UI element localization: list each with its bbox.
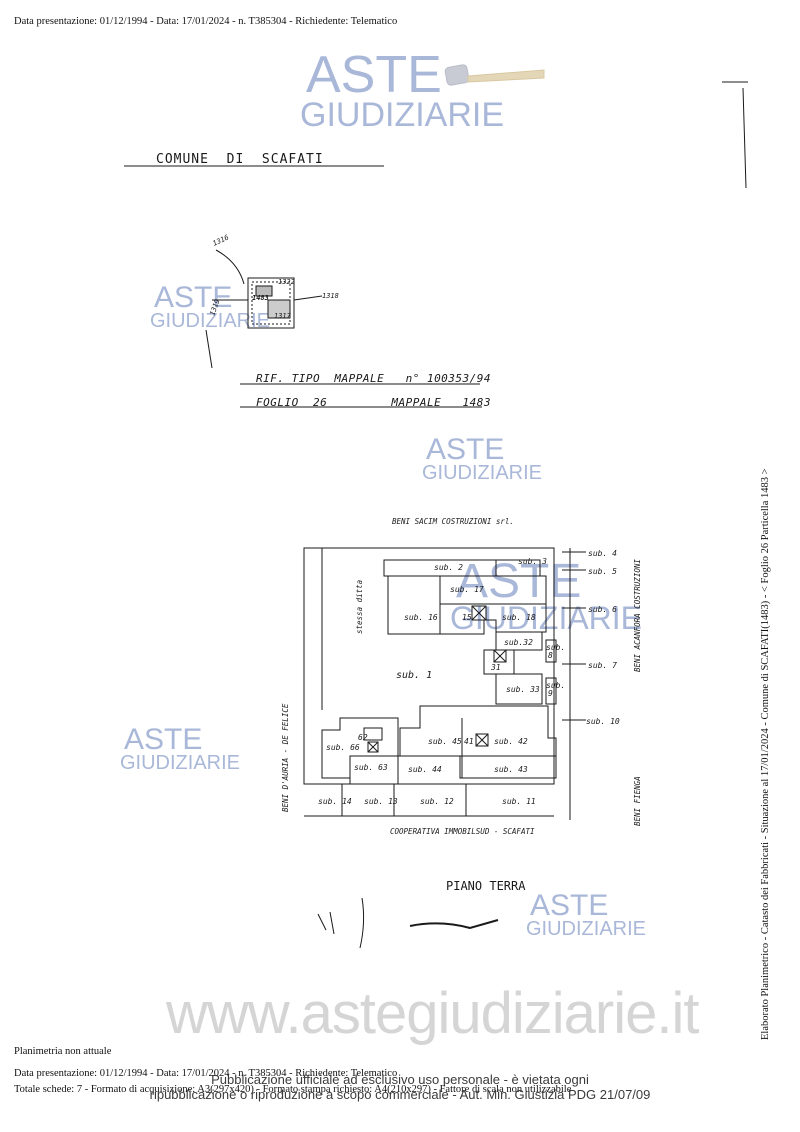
stessa-ditta-label: stessa ditta bbox=[355, 580, 364, 634]
loc-label: 1319 bbox=[208, 298, 221, 317]
sub-label: sub. 10 bbox=[586, 717, 620, 726]
sub-label: sub. 18 bbox=[502, 613, 536, 622]
watermark-logo: ASTE GIUDIZIARIE bbox=[300, 46, 505, 134]
watermark-logo: ASTE GIUDIZIARIE bbox=[150, 281, 271, 332]
sub-label: sub. 14 bbox=[318, 797, 352, 806]
border-label-right-bottom: BENI FIENGA bbox=[633, 776, 642, 826]
watermark-logo: ASTE GIUDIZIARIE bbox=[120, 723, 241, 774]
sub-label: 9 bbox=[548, 689, 553, 698]
sub-label: sub. 2 bbox=[434, 563, 463, 572]
sub-label: sub. 44 bbox=[408, 765, 442, 774]
sub-label: 15 bbox=[462, 613, 472, 622]
sub-label: sub. bbox=[546, 681, 565, 690]
loc-label: 1316 bbox=[211, 233, 230, 247]
sub-label: sub. 63 bbox=[354, 763, 388, 772]
border-label-bottom: COOPERATIVA IMMOBILSUD - SCAFATI bbox=[390, 827, 535, 836]
sub-label: 8 bbox=[548, 651, 553, 660]
footer-line2: Totale schede: 7 - Formato di acquisizio… bbox=[14, 1084, 572, 1095]
watermark-logo: ASTE GIUDIZIARIE bbox=[526, 889, 647, 940]
floor-label: PIANO TERRA bbox=[446, 879, 526, 893]
sub-label: sub. 7 bbox=[588, 661, 617, 670]
footer-status: Planimetria non attuale bbox=[14, 1046, 112, 1057]
rif-tipo-mappale: RIF. TIPO MAPPALE n° 100353/94 bbox=[256, 372, 492, 385]
comune-title: COMUNE DI SCAFATI bbox=[156, 152, 324, 167]
sub-label: sub.32 bbox=[504, 638, 533, 647]
border-label-right-top: BENI ACANFORA COSTRUZIONI bbox=[633, 559, 642, 672]
sub-label: sub. 6 bbox=[588, 605, 617, 614]
watermark-logo: ASTE GIUDIZIARIE bbox=[450, 555, 643, 637]
sub-label: sub. 33 bbox=[506, 685, 540, 694]
sub-label: sub. 42 bbox=[494, 737, 528, 746]
sub-label: sub. bbox=[546, 643, 565, 652]
sub-label: 31 bbox=[490, 663, 501, 672]
sub-label: 62 bbox=[358, 733, 368, 742]
sub-label: sub. 5 bbox=[588, 567, 617, 576]
sub-label: sub. 43 bbox=[494, 765, 528, 774]
sub-label: sub. 16 bbox=[404, 613, 438, 622]
sub-label: sub. 45 bbox=[428, 737, 462, 746]
loc-label: 1322 bbox=[278, 278, 295, 286]
side-caption: Elaborato Planimetrico - Catasto dei Fab… bbox=[760, 468, 771, 1040]
border-label-top: BENI SACIM COSTRUZIONI srl. bbox=[392, 517, 514, 526]
sub-label: sub. 1 bbox=[396, 670, 432, 681]
loc-label: 1318 bbox=[322, 292, 339, 300]
footer-line1: Data presentazione: 01/12/1994 - Data: 1… bbox=[14, 1068, 398, 1079]
sub-label: sub. 3 bbox=[518, 557, 547, 566]
watermark-logo: ASTE GIUDIZIARIE bbox=[422, 433, 543, 484]
sub-label: sub. 11 bbox=[502, 797, 536, 806]
publication-notice-2: ripubblicazione o riproduzione a scopo c… bbox=[149, 1087, 651, 1102]
sub-label: sub. 66 bbox=[326, 743, 360, 752]
sub-label: 41 bbox=[464, 737, 474, 746]
location-sketch bbox=[205, 249, 323, 369]
publication-notice-1: Pubblicazione ufficiale ad esclusivo uso… bbox=[211, 1072, 589, 1087]
loc-label: 1483 bbox=[252, 294, 269, 302]
header-line: Data presentazione: 01/12/1994 - Data: 1… bbox=[14, 16, 398, 27]
border-label-left: BENI D'AURIA - DE FELICE bbox=[281, 703, 290, 812]
sub-label: sub. 4 bbox=[588, 549, 617, 558]
sub-label: sub. 17 bbox=[450, 585, 484, 594]
sub-label: sub. 13 bbox=[364, 797, 398, 806]
site-watermark: www.astegiudiziarie.it bbox=[166, 981, 699, 1046]
gavel-icon bbox=[440, 58, 550, 103]
right-ticks bbox=[562, 548, 586, 820]
loc-label: 1317 bbox=[274, 312, 292, 320]
sub-label: sub. 12 bbox=[420, 797, 454, 806]
foglio-mappale: FOGLIO 26 MAPPALE 1483 bbox=[256, 396, 492, 409]
